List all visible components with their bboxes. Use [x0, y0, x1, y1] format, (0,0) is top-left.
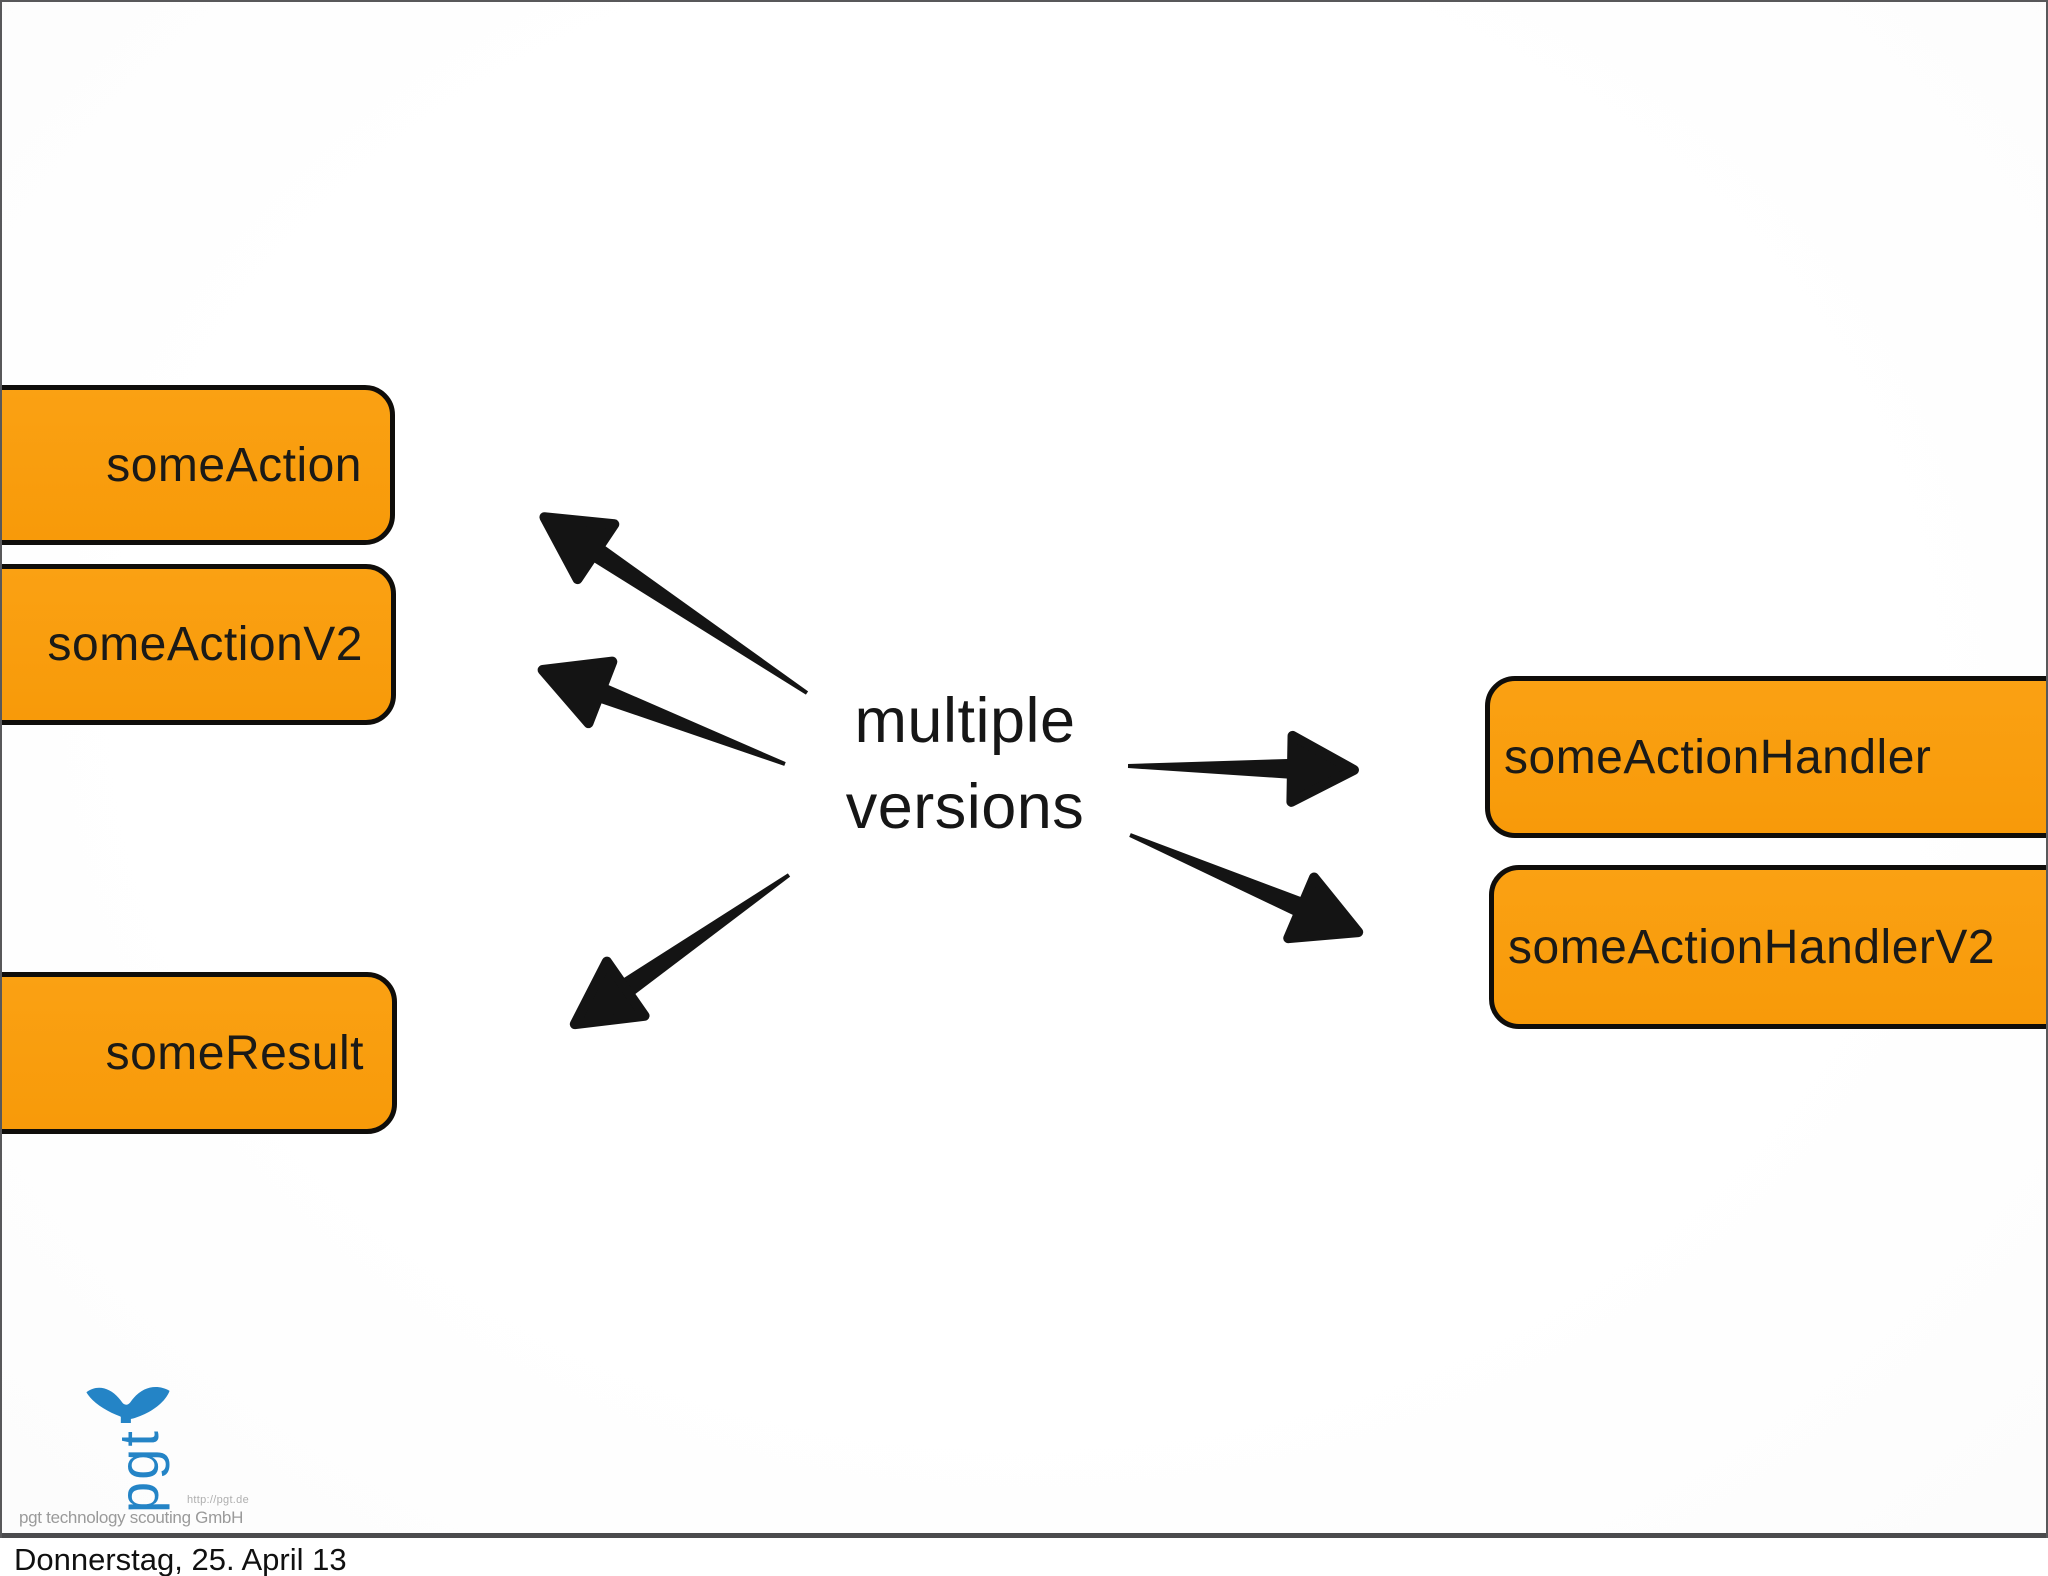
footer: Donnerstag, 25. April 13 [0, 1538, 2048, 1576]
footer-date: Donnerstag, 25. April 13 [14, 1542, 347, 1576]
pgt-logo: pgt http://pgt.de pgt technology scoutin… [17, 1382, 267, 1534]
pgt-logo-company: pgt technology scouting GmbH [19, 1508, 244, 1527]
node-someactionhandler-label: someActionHandler [1504, 730, 1932, 784]
node-someaction: someAction [2, 385, 395, 545]
node-someactionhandlerv2: someActionHandlerV2 [1489, 865, 2046, 1029]
center-label-line1: multiple [854, 686, 1076, 756]
node-someactionhandlerv2-label: someActionHandlerV2 [1508, 920, 1996, 974]
pgt-logo-url: http://pgt.de [187, 1494, 249, 1506]
arrow-to-someresult-icon [569, 873, 791, 1030]
node-someaction-label: someAction [106, 438, 362, 492]
slide-bottom-border [2, 1533, 2046, 1538]
node-someactionhandler: someActionHandler [1485, 676, 2046, 838]
center-label-line2: versions [845, 772, 1085, 842]
node-someresult-label: someResult [105, 1026, 364, 1080]
slide: someAction someActionV2 someResult someA… [0, 0, 2048, 1538]
center-label: multiple versions [760, 678, 1170, 850]
arrow-to-someactionv2-icon [537, 656, 786, 766]
node-someactionv2: someActionV2 [2, 564, 396, 725]
node-someresult: someResult [2, 972, 397, 1134]
pgt-logo-mark: pgt [106, 1429, 170, 1513]
node-someactionv2-label: someActionV2 [47, 618, 363, 671]
whale-tail-icon [86, 1387, 170, 1423]
